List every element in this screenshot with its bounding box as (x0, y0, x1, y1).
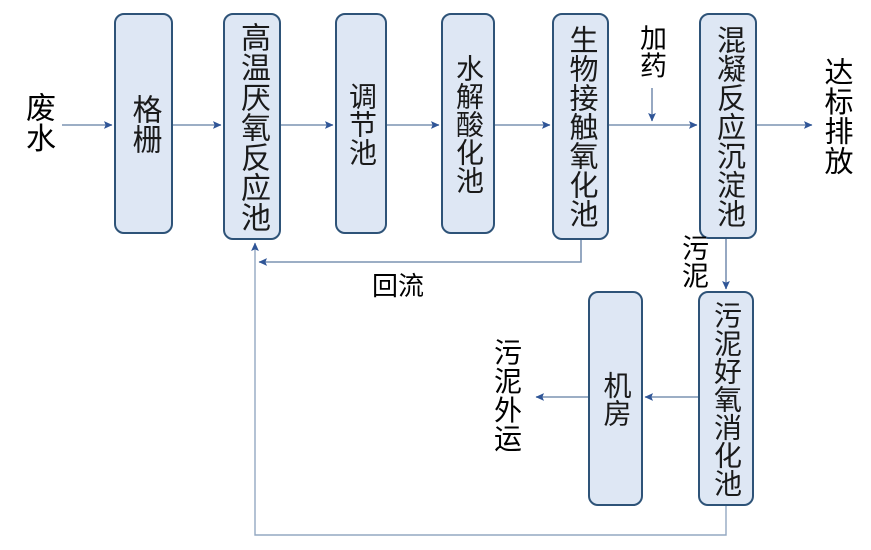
node-label-hydrolysis: 水解酸化池 (453, 53, 484, 194)
node-label-equalize: 调节池 (346, 81, 377, 166)
node-label-sludge-digester: 污泥好氧消化池 (711, 300, 742, 497)
node-box-equalize[interactable] (335, 13, 387, 234)
label-return-flow: 回流 (372, 271, 425, 301)
node-label-coagulation: 混凝反应沉淀池 (712, 24, 745, 228)
node-box-anaerobic[interactable] (223, 13, 281, 240)
edge-digester-return (251, 242, 727, 536)
label-influent: 废水 (21, 92, 54, 154)
label-sludge-transport: 污泥外运 (491, 338, 522, 453)
node-box-coagulation[interactable] (699, 13, 757, 239)
node-label-grid: 格栅 (127, 93, 161, 154)
label-effluent: 达标排放 (820, 57, 852, 176)
node-box-sludge-dig[interactable] (698, 291, 754, 506)
edge-contact-return (258, 239, 582, 266)
node-box-contact-ox[interactable] (552, 13, 609, 240)
node-box-grid[interactable] (114, 13, 173, 234)
node-box-machine-rm[interactable] (588, 291, 643, 506)
label-dosing: 加药 (636, 24, 666, 80)
node-box-hydrolysis[interactable] (441, 13, 495, 234)
node-label-machine-room: 机房 (600, 370, 632, 427)
node-label-contact-ox: 生物接触氧化池 (565, 25, 597, 228)
node-label-anaerobic: 高温厌氧反应池 (236, 21, 269, 232)
label-sludge: 污泥 (678, 234, 708, 290)
